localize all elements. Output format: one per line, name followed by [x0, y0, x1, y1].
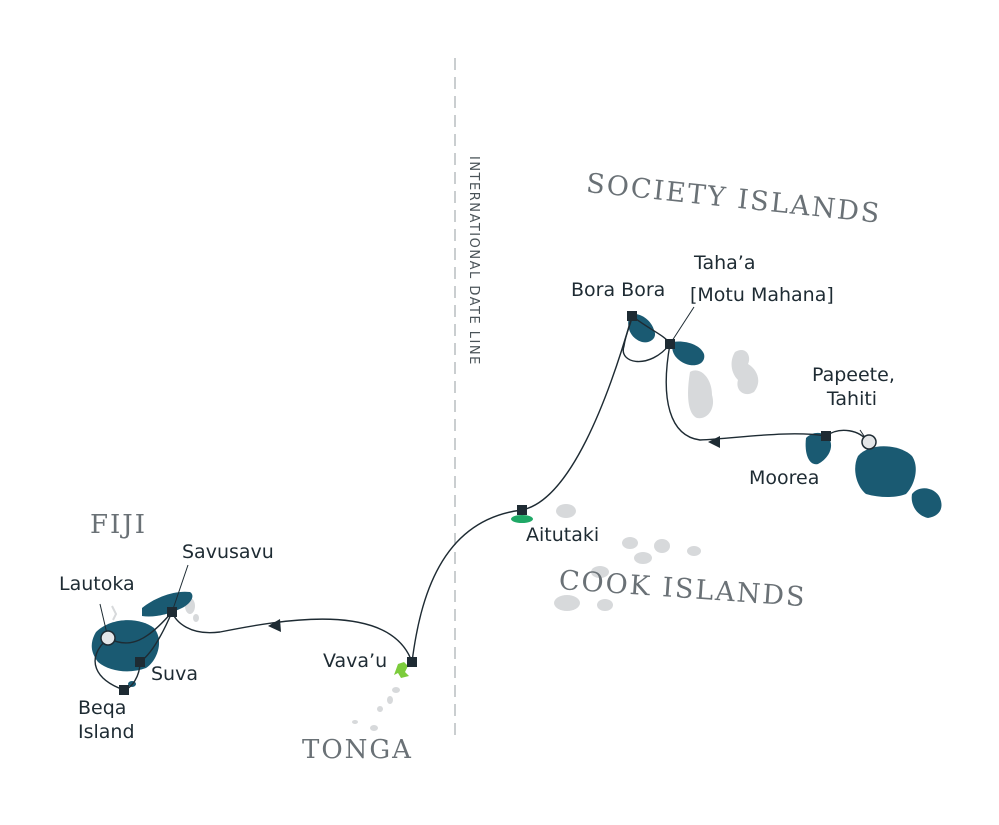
marker-lautoka [100, 630, 116, 646]
route-arrow-moorea [708, 436, 720, 448]
port-label-lautoka: Lautoka [59, 573, 135, 595]
port-label-papeete-line2: Tahiti [826, 388, 878, 410]
marker-papeete [861, 434, 877, 450]
port-label-savusavu: Savusavu [182, 541, 274, 563]
marker-savusavu [167, 607, 177, 617]
port-label-suva: Suva [151, 663, 198, 685]
port-label-moorea: Moorea [749, 467, 820, 489]
route-arrow-fiji [268, 619, 281, 632]
marker-moorea [821, 431, 831, 441]
port-label-beqa-line1: Beqa [78, 697, 127, 719]
fiji-tonga-islets [111, 598, 400, 731]
marker-beqa [119, 685, 129, 695]
marker-bora-bora [627, 311, 637, 321]
port-label-beqa-line2: Island [78, 721, 135, 743]
marker-tahaa [665, 339, 675, 349]
port-label-vavau: Vava’u [323, 650, 388, 672]
port-label-papeete-line1: Papeete, [812, 364, 895, 386]
port-label-bora-bora: Bora Bora [571, 279, 666, 301]
cook-islands-other [554, 504, 701, 611]
port-label-tahaa-line1: Taha’a [694, 252, 756, 274]
region-label-fiji: FIJI [90, 510, 148, 540]
cruise-route [94, 306, 869, 691]
vavau-island [394, 662, 409, 678]
region-label-tonga: TONGA [302, 735, 413, 765]
date-line-label: INTERNATIONAL DATE LINE [466, 156, 481, 366]
port-label-aitutaki: Aitutaki [526, 524, 600, 546]
society-islands-other [688, 350, 759, 419]
port-markers [119, 311, 831, 695]
aitutaki-island [511, 515, 533, 523]
marker-aitutaki [517, 505, 527, 515]
port-label-tahaa-line2: [Motu Mahana] [690, 284, 834, 306]
marker-suva [135, 657, 145, 667]
marker-vavau [407, 657, 417, 667]
